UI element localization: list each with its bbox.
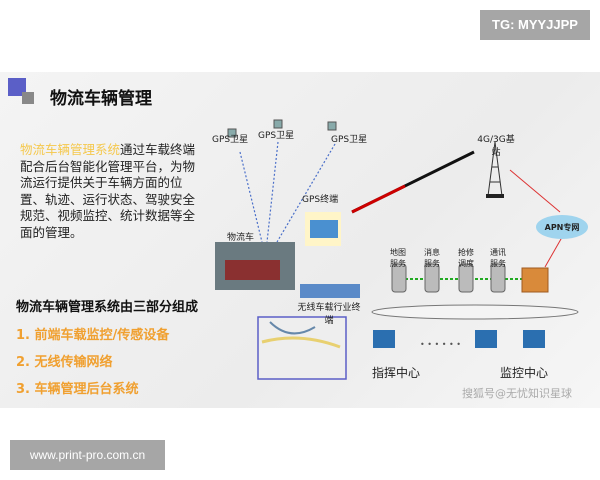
satellite-label: GPS卫星 (331, 135, 368, 145)
title-square-icon-gray (22, 92, 34, 104)
server-label: 地图服务 (390, 248, 406, 268)
ellipsis-dots: • • • • • • (420, 340, 462, 349)
monitor-center-label: 监控中心 (500, 366, 549, 380)
description: 物流车辆管理系统通过车载终端配合后台智能化管理平台，为物流运行提供关于车辆方面的… (20, 142, 200, 241)
slide: 物流车辆管理 物流车辆管理系统通过车载终端配合后台智能化管理平台，为物流运行提供… (0, 72, 600, 408)
satellite-label: GPS卫星 (258, 131, 295, 141)
diagram-lines (215, 119, 588, 380)
command-center-label: 指挥中心 (372, 366, 421, 380)
description-highlight: 物流车辆管理系统 (20, 142, 121, 157)
base-station-label: 4G/3G基站 (477, 135, 515, 158)
satellite-label: GPS卫星 (212, 135, 249, 145)
list-item: 1. 前端车载监控/传感设备 (16, 328, 170, 343)
description-text: 通过车载终端配合后台智能化管理平台，为物流运行提供关于车辆方面的位置、轨迹、运行… (20, 142, 196, 240)
list-item: 3. 车辆管理后台系统 (16, 382, 139, 397)
gps-terminal-label: GPS终端 (302, 195, 339, 205)
truck-label: 物流车 (227, 233, 255, 243)
server-label: 通讯服务 (490, 248, 506, 268)
page-title: 物流车辆管理 (50, 89, 152, 109)
apn-label: APN专网 (544, 223, 580, 232)
tg-badge: TG: MYYJJPP (480, 10, 590, 40)
server-label: 消息服务 (424, 248, 440, 268)
title-square-icon (8, 78, 26, 96)
wireless-terminal-label: 无线车载行业终端 (297, 303, 361, 326)
server-label: 抢修调度 (458, 248, 474, 268)
watermark: 搜狐号@无忧知识星球 (462, 387, 572, 400)
website-badge: www.print-pro.com.cn (10, 440, 165, 470)
list-item: 2. 无线传输网络 (16, 355, 113, 370)
subtitle: 物流车辆管理系统由三部分组成 (16, 300, 199, 315)
